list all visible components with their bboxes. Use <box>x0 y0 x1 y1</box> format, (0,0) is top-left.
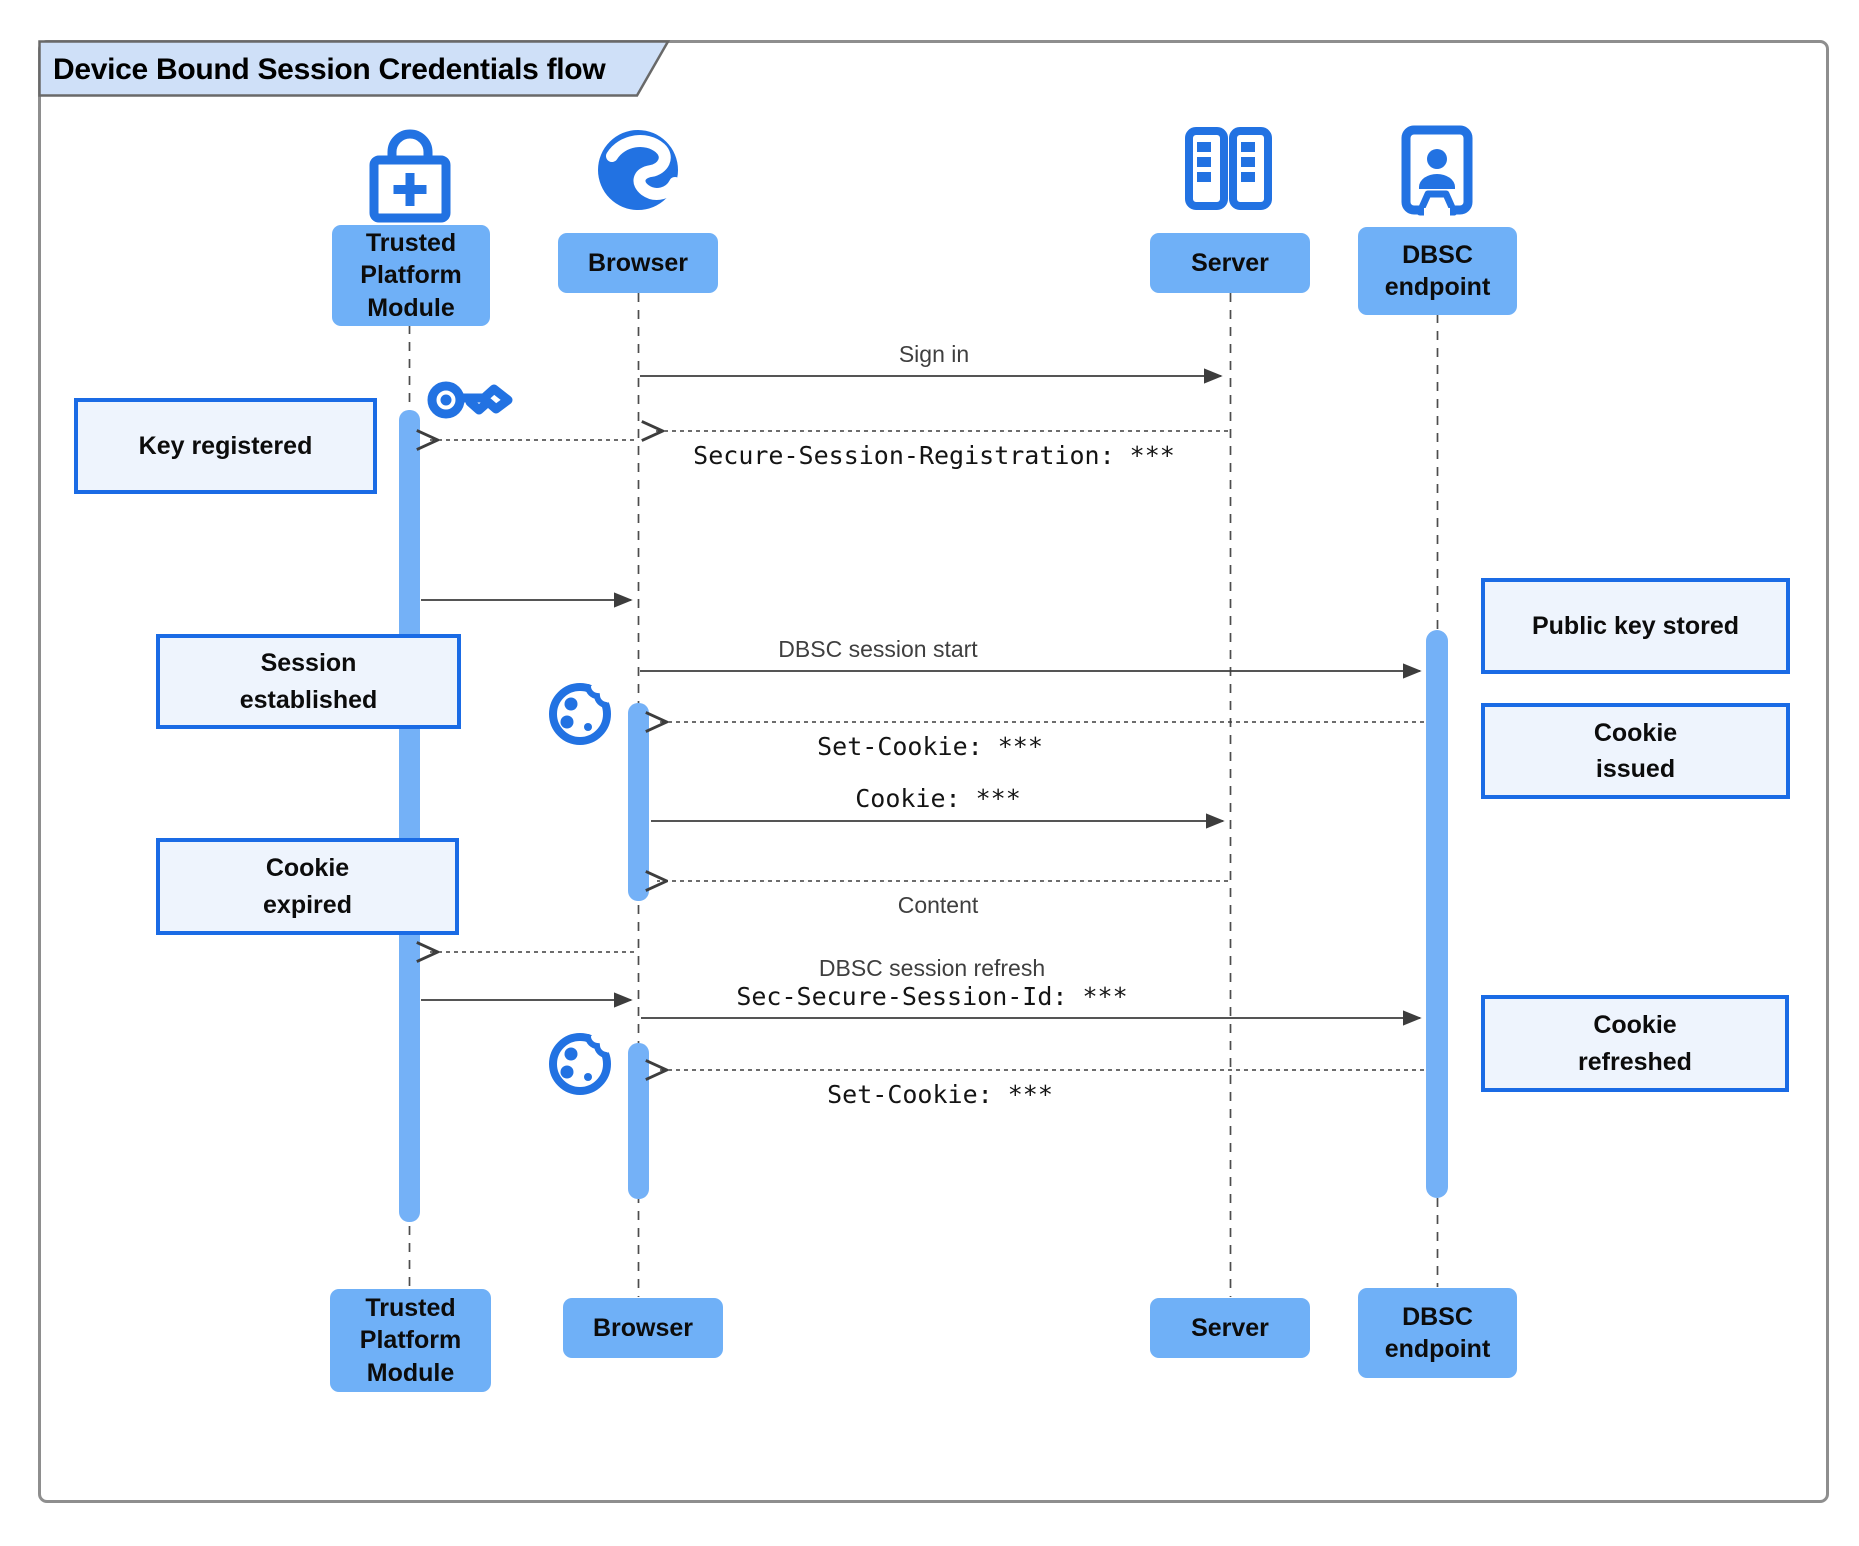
diagram-title: Device Bound Session Credentials flow <box>53 53 606 86</box>
globe-icon <box>598 130 681 210</box>
participant-top-server: Server <box>1150 233 1310 293</box>
message-sec-secure-session-id: Sec-Secure-Session-Id: *** <box>736 982 1128 1011</box>
note-cookie-issued: Cookie issued <box>1481 703 1790 799</box>
participant-top-dbsc: DBSC endpoint <box>1358 227 1517 315</box>
note-cookie-refreshed: Cookie refreshed <box>1481 995 1789 1092</box>
lock-plus-icon <box>369 129 451 223</box>
message-secure-session-registration: Secure-Session-Registration: *** <box>693 441 1175 470</box>
note-cookie-expired: Cookie expired <box>156 838 459 935</box>
message-cookie: Cookie: *** <box>855 784 1021 813</box>
message-dbsc-session-refresh: DBSC session refresh <box>818 955 1046 981</box>
activation-bar-browser-2 <box>628 1043 649 1199</box>
participant-bottom-tpm: Trusted Platform Module <box>330 1289 491 1392</box>
note-key-registered: Key registered <box>74 398 377 494</box>
participant-top-tpm: Trusted Platform Module <box>332 225 490 326</box>
participant-top-browser: Browser <box>558 233 718 293</box>
note-session-established: Session established <box>156 634 461 729</box>
message-dbsc-session-start: DBSC session start <box>778 636 978 662</box>
server-rack-icon <box>1185 127 1272 210</box>
activation-bar-browser-1 <box>628 703 649 901</box>
title-tab <box>38 40 671 97</box>
message-set-cookie-1: Set-Cookie: *** <box>817 732 1043 761</box>
participant-bottom-browser: Browser <box>563 1298 723 1358</box>
activation-bar-tpm <box>399 410 420 1222</box>
cookie-icon <box>549 681 613 745</box>
message-sign-in: Sign in <box>898 341 970 367</box>
badge-person-icon <box>1401 125 1473 218</box>
participant-bottom-server: Server <box>1150 1298 1310 1358</box>
cookie-icon <box>549 1031 613 1095</box>
key-icon <box>427 381 513 419</box>
message-set-cookie-2: Set-Cookie: *** <box>827 1080 1053 1109</box>
activation-bar-dbsc <box>1426 630 1448 1198</box>
message-content: Content <box>897 892 979 918</box>
note-public-key-stored: Public key stored <box>1481 578 1790 674</box>
participant-bottom-dbsc: DBSC endpoint <box>1358 1288 1517 1378</box>
